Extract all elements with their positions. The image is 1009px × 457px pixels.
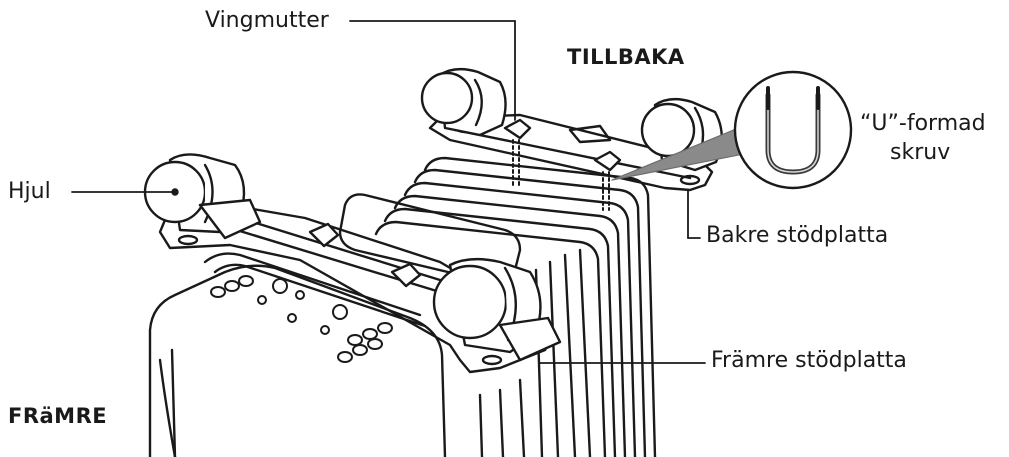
control-housing <box>148 252 447 457</box>
wing-nut-icon <box>308 118 622 288</box>
u-shaped-label-line2: skruv <box>890 140 951 165</box>
front-label: FRäMRE <box>8 404 108 428</box>
back-label: TILLBAKA <box>567 45 685 69</box>
callout-lines <box>71 20 706 364</box>
wing-nut-label: Vingmutter <box>205 8 329 33</box>
control-details <box>210 275 393 363</box>
wheel-icon <box>143 67 723 362</box>
front-plate-label: Främre stödplatta <box>711 348 907 373</box>
u-shaped-label-line1: “U”-formad <box>860 111 986 136</box>
u-bolt-dashes <box>512 139 610 211</box>
radiator-fins <box>374 156 657 457</box>
wheel-label: Hjul <box>8 179 51 204</box>
u-bolt-icon <box>733 70 853 190</box>
rear-plate-label: Bakre stödplatta <box>706 223 889 248</box>
